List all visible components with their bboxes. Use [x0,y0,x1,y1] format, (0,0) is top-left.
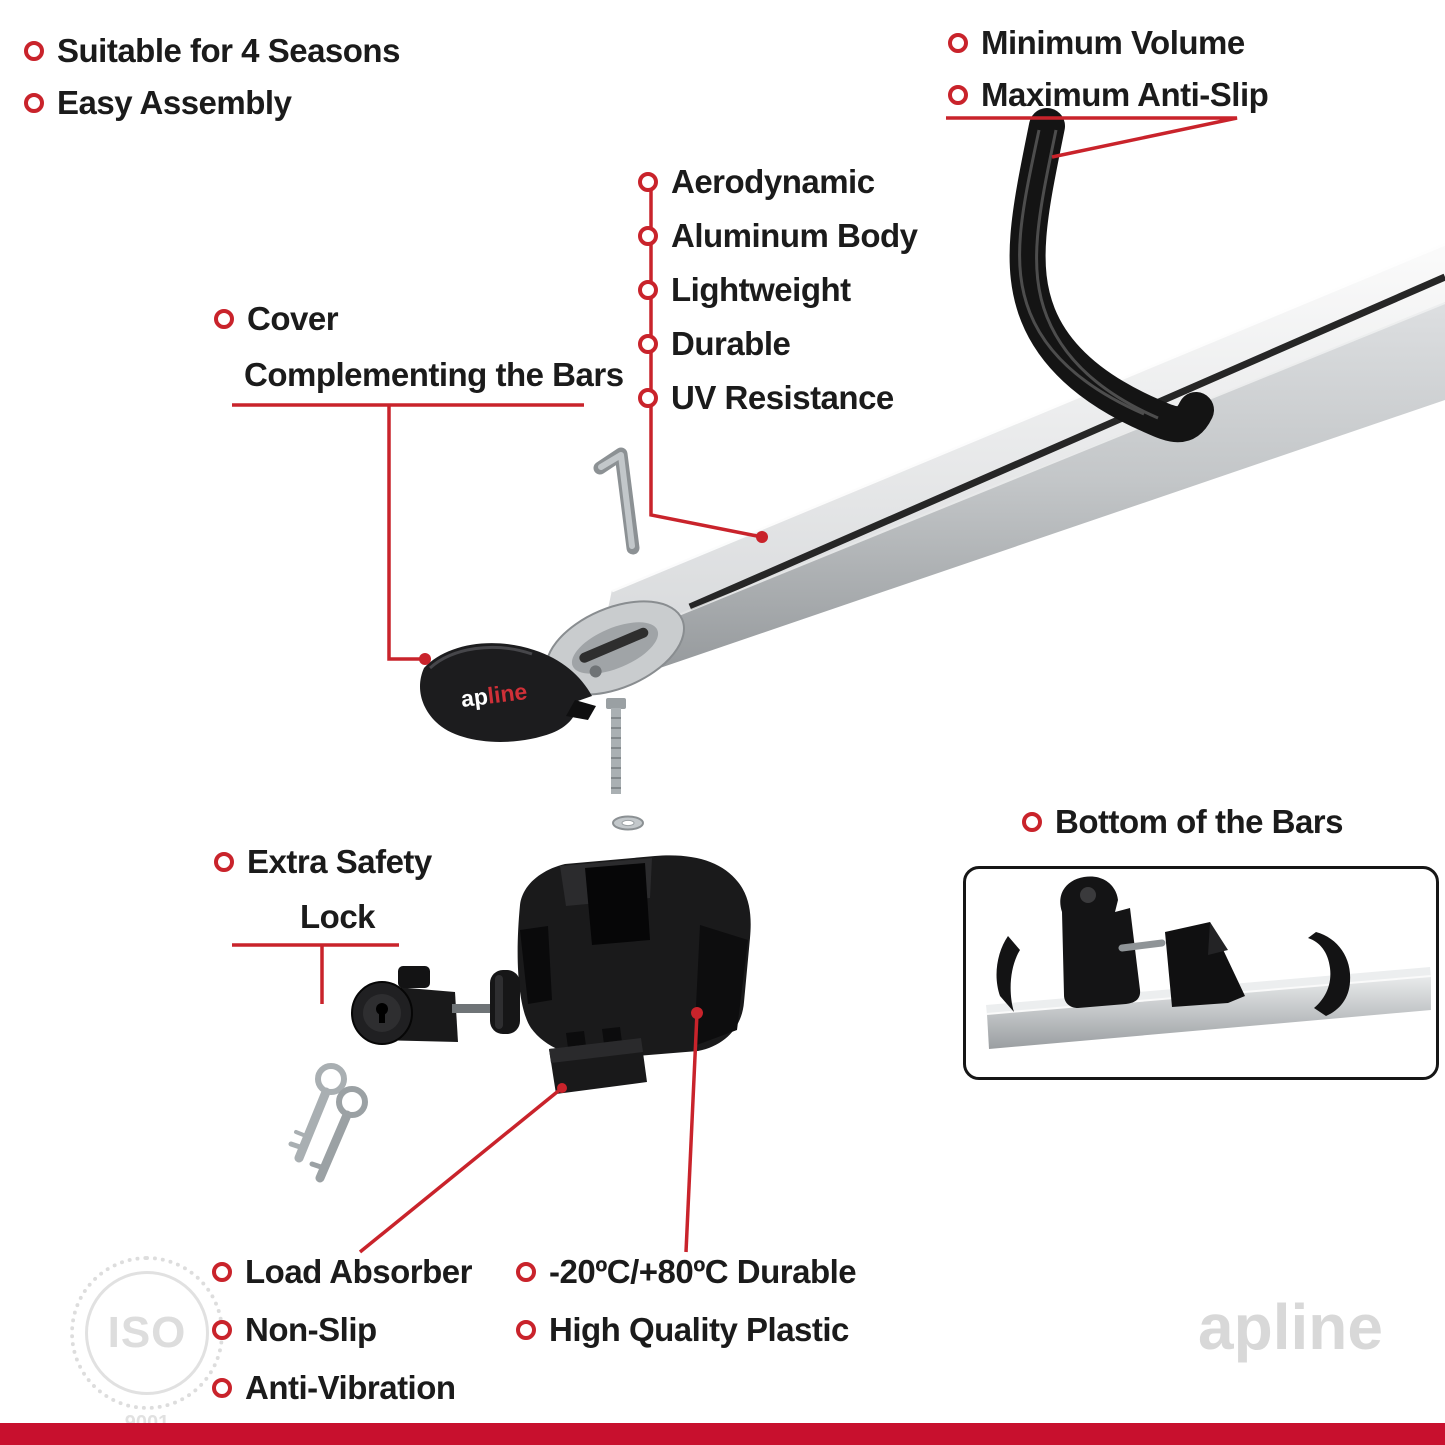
brand-watermark: apline [1198,1291,1383,1363]
feature-label: Non-Slip [245,1311,377,1348]
bullet-icon [948,84,968,105]
cover-callout-line [387,405,420,661]
bullet-icon [212,1319,232,1340]
bullet-icon [24,92,44,113]
feature-lightweight: Lightweight [638,271,851,309]
feature-load-absorber: Load Absorber [212,1253,472,1291]
feature-label: Maximum Anti-Slip [981,76,1269,113]
feature-label: -20ºC/+80ºC Durable [549,1253,857,1290]
feature-suitable-seasons: Suitable for 4 Seasons [24,32,400,70]
cover-callout-line1: Cover [247,300,339,337]
iso-seal-title: ISO [85,1271,209,1395]
feature-label: Aerodynamic [671,163,875,200]
feature-high-quality-plastic: High Quality Plastic [516,1311,849,1349]
washer [612,815,644,831]
bullet-icon [638,333,658,354]
durable-callout-line [684,1012,699,1253]
feature-anti-vibration: Anti-Vibration [212,1369,456,1407]
bullet-icon [212,1261,232,1282]
bottom-box-bar [987,976,1431,1049]
feature-durable: Durable [638,325,791,363]
bullet-icon [638,279,658,300]
feature-label: Load Absorber [245,1253,472,1290]
bottom-box-illustration [986,876,1432,1049]
feature-label: Suitable for 4 Seasons [57,32,400,69]
bar-callout-dot [756,531,768,543]
bottom-bars-label: Bottom of the Bars [1055,803,1344,840]
feature-label: Easy Assembly [57,84,292,121]
load-callout-dot [557,1083,567,1093]
cover-part: apline [420,643,596,742]
bullet-icon [214,851,234,872]
bar-channel-slot [688,273,1445,611]
cover-callout-dot [419,653,431,665]
lock-bracket [549,1027,647,1094]
bolt [606,698,626,794]
durable-callout-dot [691,1007,703,1019]
lock-callout-title: Extra Safety [214,843,432,881]
bullet-icon [24,40,44,61]
feature-easy-assembly: Easy Assembly [24,84,292,122]
feature-label: Lightweight [671,271,851,308]
bullet-icon [214,308,234,329]
bullet-icon [516,1261,536,1282]
feature-aluminum-body: Aluminum Body [638,217,918,255]
bullet-icon [948,32,968,53]
feature-label: Minimum Volume [981,24,1245,61]
bullet-icon [638,225,658,246]
bottom-box-wedge [1165,922,1245,1007]
lock-callout-line2: Lock [300,898,376,935]
feature-label: Anti-Vibration [245,1369,456,1406]
feature-non-slip: Non-Slip [212,1311,377,1349]
antislip-callout-line [946,116,1238,159]
hex-key-icon [593,447,640,555]
bullet-icon [516,1319,536,1340]
bottom-box-left-strip [996,936,1020,1012]
bottom-box-clamp [1060,876,1141,1008]
feature-minimum-volume: Minimum Volume [948,24,1245,62]
lock-cylinder [351,966,520,1045]
feature-maximum-antislip: Maximum Anti-Slip [948,76,1269,114]
footer-red-bar [0,1423,1445,1445]
bullet-icon [638,387,658,408]
cover-callout-line2: Complementing the Bars [244,356,624,393]
bullet-icon [638,171,658,192]
rubber-strip [1009,108,1214,443]
lock-callout-line1: Extra Safety [247,843,432,880]
bullet-icon [212,1377,232,1398]
aluminum-bar [545,242,1445,700]
cover-logo: apline [459,678,528,712]
bullet-icon [1022,811,1042,832]
bottom-bars-title: Bottom of the Bars [1022,803,1344,841]
keys-icon [288,1063,368,1183]
bar-end-cap [545,600,685,696]
feature-label: High Quality Plastic [549,1311,849,1348]
feature-label: Durable [671,325,791,362]
cover-callout-title: Cover [214,300,339,338]
feature-aerodynamic: Aerodynamic [638,163,875,201]
feature-temperature-durable: -20ºC/+80ºC Durable [516,1253,857,1291]
foot-clamp [517,855,751,1059]
feature-label: Aluminum Body [671,217,918,254]
bottom-box-right-strip [1308,932,1351,1016]
load-absorber-callout-line [358,1086,564,1254]
feature-uv-resistance: UV Resistance [638,379,894,417]
feature-label: UV Resistance [671,379,894,416]
bottom-bars-box [963,866,1439,1080]
